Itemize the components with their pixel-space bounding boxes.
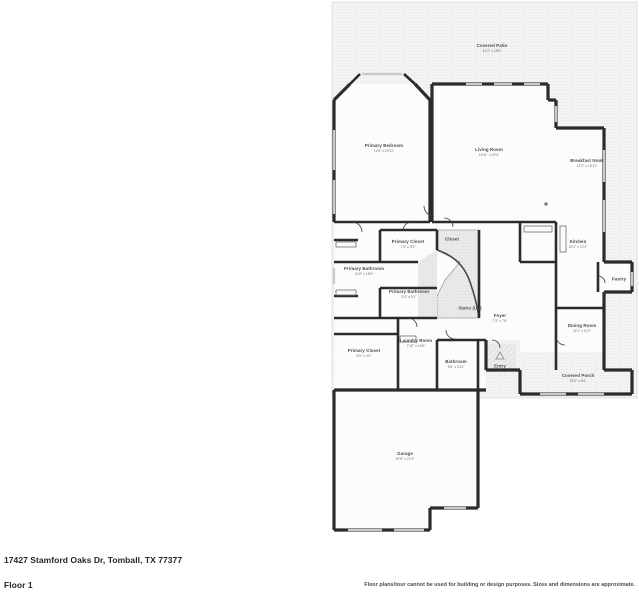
footer: 17427 Stamford Oaks Dr, Tomball, TX 7737… [0, 545, 639, 599]
floor-plan-drawing [331, 1, 638, 532]
disclaimer-text: Floor plans/tour cannot be used for buil… [364, 582, 635, 588]
wall-lines [332, 73, 634, 532]
fixtures [335, 202, 567, 343]
window-openings [332, 72, 634, 532]
porch-hatch-area [486, 344, 630, 394]
door-swings [351, 205, 606, 349]
property-address: 17427 Stamford Oaks Dr, Tomball, TX 7737… [4, 555, 183, 565]
interior-partitions [334, 220, 604, 392]
floor-plan-canvas[interactable]: Covered Patio 44'2" x 18'5" Primary Bedr… [0, 0, 639, 545]
floor-label: Floor 1 [4, 580, 33, 590]
entry-arrow-icon [495, 350, 505, 360]
